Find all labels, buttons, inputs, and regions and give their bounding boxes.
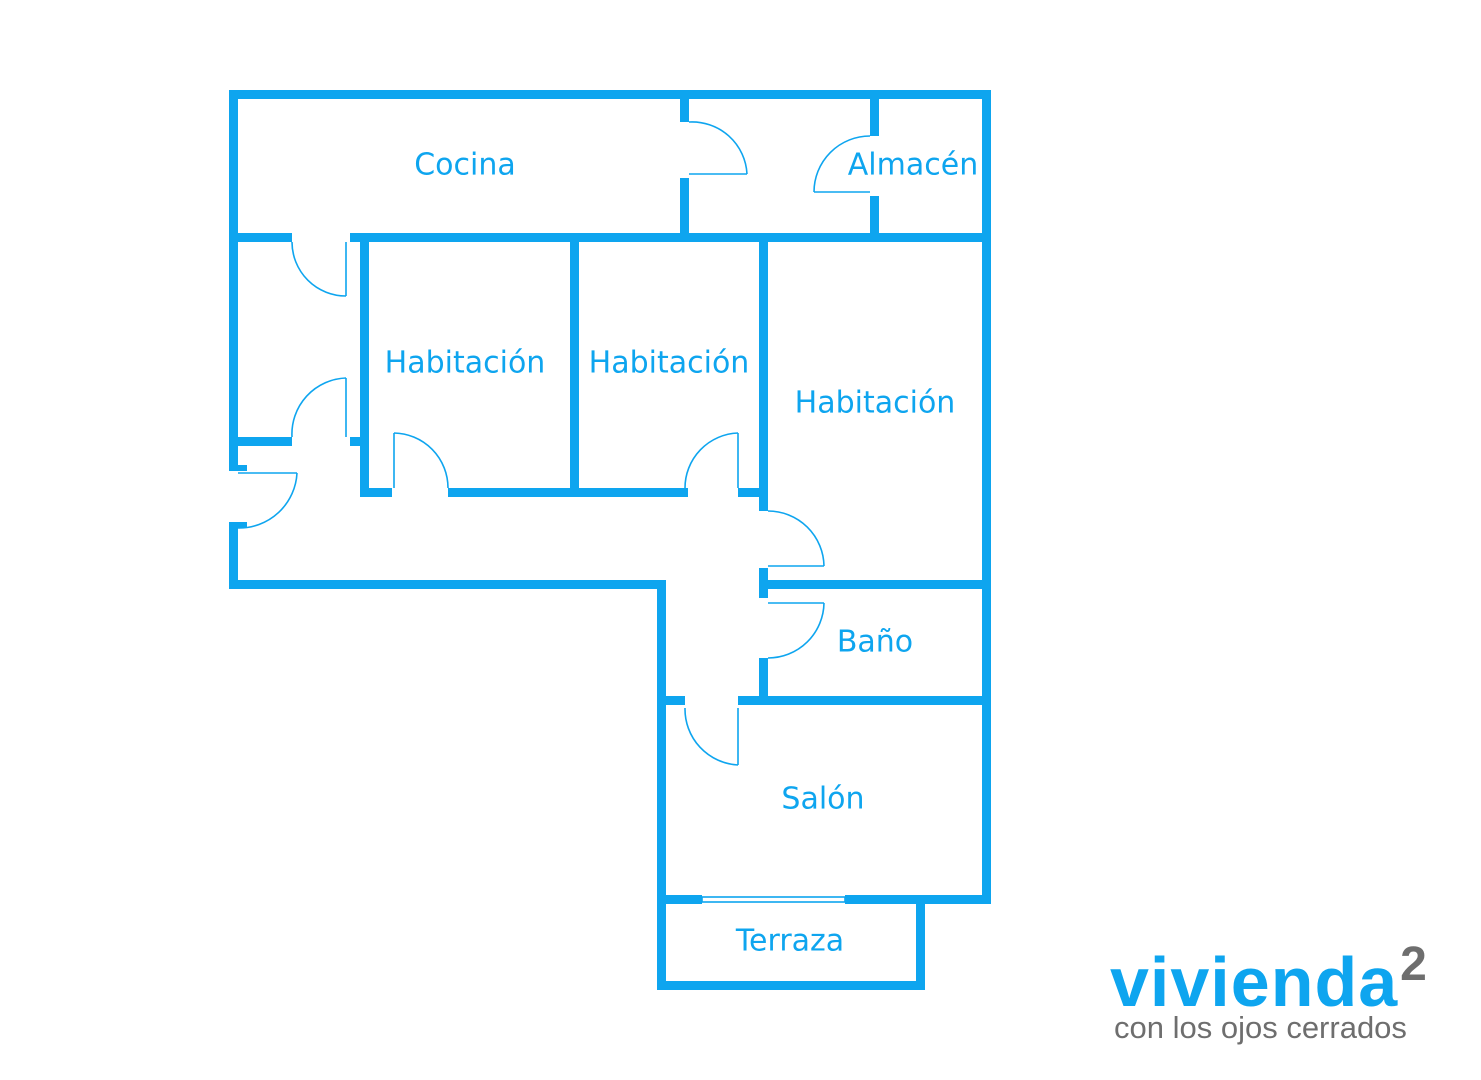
- wall-hab1-hab2-divider: [570, 233, 579, 497]
- wall-cocina-bottom-left: [229, 233, 292, 242]
- door-almacen-arc: [813, 135, 871, 193]
- room-labels: Cocina Almacén Habitación Habitación Hab…: [385, 148, 979, 959]
- wall-outer-left-upper: [229, 90, 238, 470]
- label-bano: Baño: [837, 625, 913, 660]
- label-cocina: Cocina: [414, 148, 516, 183]
- label-almacen: Almacén: [848, 148, 978, 183]
- door-terraza-sliding: [701, 896, 846, 903]
- walls: [229, 90, 991, 990]
- label-salon: Salón: [781, 782, 864, 817]
- door-hab3-arc: [767, 510, 825, 567]
- wall-outer-top: [229, 90, 991, 99]
- door-entrance-arc: [237, 472, 298, 529]
- brand-name-text: vivienda: [1110, 943, 1399, 1021]
- wall-bano-left: [759, 658, 768, 704]
- brand-tagline: con los ojos cerrados: [1114, 1010, 1407, 1045]
- wall-cocina-right-upper: [680, 90, 689, 122]
- wall-stub-entrance: [229, 465, 247, 471]
- door-hall-arc: [291, 377, 347, 438]
- wall-cocina-right-lower: [680, 178, 689, 242]
- door-cocina-west-arc: [291, 241, 347, 297]
- wall-salon-top-left: [657, 696, 685, 705]
- brand-superscript: 2: [1400, 938, 1428, 991]
- wall-hab1-bottom-right: [448, 488, 688, 497]
- label-habitacion-2: Habitación: [589, 346, 750, 381]
- label-habitacion-1: Habitación: [385, 346, 546, 381]
- door-salon-arc: [684, 707, 739, 766]
- wall-hall-right: [360, 233, 369, 497]
- wall-hall-horizontal-stub: [350, 437, 369, 446]
- wall-hab3-bottom: [759, 580, 991, 589]
- wall-hab2-bottom-right: [738, 488, 768, 497]
- wall-hab1-bottom-left: [360, 488, 392, 497]
- wall-terraza-bottom: [657, 981, 925, 990]
- door-hab1-arc: [393, 432, 449, 489]
- door-cocina-arc: [688, 121, 748, 175]
- wall-hab3-left-lower: [759, 568, 768, 598]
- wall-outer-left-lower: [229, 528, 238, 588]
- wall-salon-left: [657, 580, 666, 990]
- brand-logo: vivienda2 con los ojos cerrados: [1110, 938, 1470, 1052]
- wall-almacen-left-lower: [870, 196, 879, 242]
- label-terraza: Terraza: [735, 924, 844, 959]
- door-hab2-arc: [684, 432, 739, 489]
- label-habitacion-3: Habitación: [795, 386, 956, 421]
- wall-cocina-bottom-right: [350, 233, 991, 242]
- wall-hab2-hab3-divider: [759, 233, 768, 511]
- wall-terraza-right: [916, 895, 925, 990]
- wall-hall-horizontal: [229, 437, 292, 446]
- wall-corridor-bottom: [229, 580, 666, 589]
- doors: [237, 121, 871, 903]
- wall-bano-bottom: [738, 696, 991, 705]
- door-bano-arc: [767, 602, 825, 659]
- wall-almacen-left-upper: [870, 90, 879, 136]
- wall-stub-entrance-lower: [229, 522, 247, 528]
- brand-name: vivienda2: [1110, 938, 1428, 1031]
- wall-outer-right: [982, 90, 991, 904]
- wall-salon-bottom-left: [657, 895, 702, 904]
